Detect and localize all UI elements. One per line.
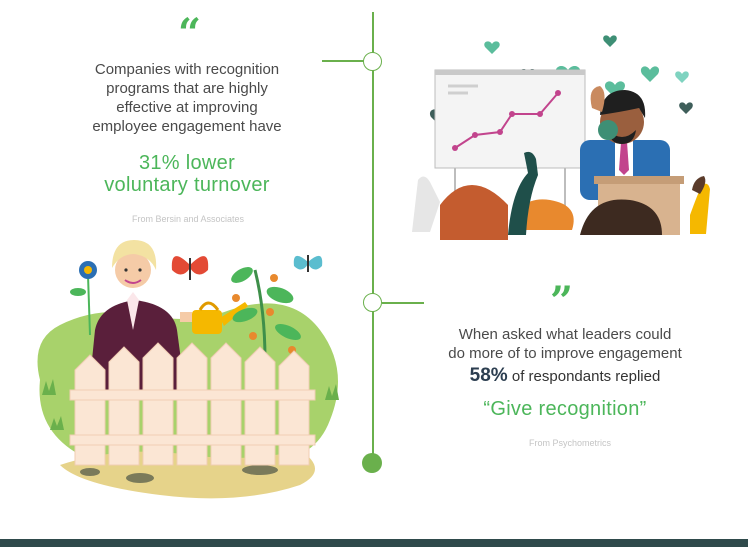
right-quote-text: When asked what leaders could do more of… <box>430 325 700 387</box>
left-highlight-line: 31% lower <box>138 152 236 174</box>
left-quote-line: employee engagement have <box>92 118 282 135</box>
watering-can-icon <box>192 301 248 334</box>
left-highlight-line: voluntary turnover <box>104 174 270 196</box>
timeline-node-top <box>363 52 382 71</box>
audience <box>412 151 710 240</box>
right-stat-rest: of respondants replied <box>507 368 661 385</box>
open-quote-icon: “ <box>177 10 201 57</box>
right-highlight: “Give recognition” <box>483 398 647 420</box>
timeline-connector-left <box>322 60 364 62</box>
right-stat-line: 58% of respondants replied <box>430 365 700 387</box>
left-quote-text: Companies with recognition programs that… <box>70 60 304 136</box>
timeline-line <box>372 12 374 462</box>
left-source: From Bersin and Associates <box>131 214 245 224</box>
timeline-connector-right <box>382 302 424 304</box>
left-quote-line: Companies with recognition <box>94 61 280 78</box>
chart-trend-line <box>454 92 559 149</box>
plant-icon <box>231 267 301 361</box>
timeline-node-middle <box>363 293 382 312</box>
right-quote-line: When asked what leaders could <box>458 326 672 343</box>
grass-icon <box>42 379 339 430</box>
presenter-illustration <box>412 35 710 240</box>
left-highlight: 31% lower voluntary turnover <box>60 152 314 196</box>
right-source: From Psychometrics <box>528 438 611 448</box>
flower-icon <box>70 261 97 336</box>
butterfly-icon <box>293 255 323 272</box>
left-quote-line: effective at improving <box>116 99 258 116</box>
picket-fence <box>69 342 316 466</box>
right-quote-line: do more of to improve engagement <box>448 345 682 362</box>
close-quote-icon: ” <box>549 278 573 325</box>
garden-illustration <box>37 240 339 499</box>
left-quote-line: programs that are highly <box>106 80 268 97</box>
timeline-node-end <box>362 453 382 473</box>
footer-bar <box>0 539 748 547</box>
butterfly-icon <box>171 256 209 280</box>
right-stat-value: 58% <box>469 365 508 386</box>
